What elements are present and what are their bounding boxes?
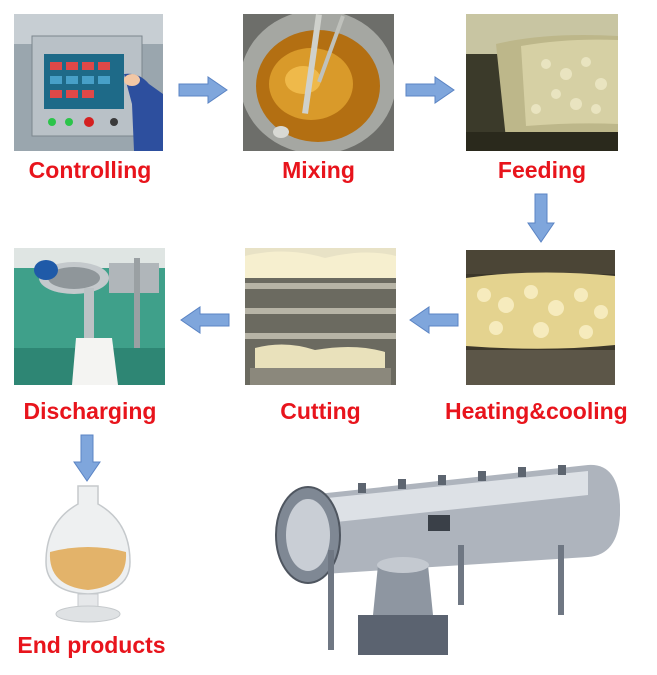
step-label-heating-cooling: Heating&cooling — [445, 398, 655, 425]
heating-cooling-photo — [466, 250, 615, 385]
step-label-cutting: Cutting — [245, 398, 396, 425]
arrow-right-icon — [405, 76, 455, 104]
vacuum-belt-dryer-photo — [258, 445, 630, 670]
arrow-left-icon — [180, 306, 230, 334]
step-label-end-products: End products — [4, 632, 179, 659]
cutting-photo — [245, 248, 396, 385]
arrow-down-icon — [527, 193, 555, 243]
step-label-mixing: Mixing — [243, 157, 394, 184]
arrow-left-icon — [409, 306, 459, 334]
mixing-photo — [243, 14, 394, 151]
step-label-discharging: Discharging — [6, 398, 174, 425]
end-product-photo — [38, 482, 138, 627]
step-label-controlling: Controlling — [14, 157, 166, 184]
arrow-right-icon — [178, 76, 228, 104]
controlling-photo — [14, 14, 163, 151]
discharging-photo — [14, 248, 165, 385]
step-label-feeding: Feeding — [466, 157, 618, 184]
feeding-photo — [466, 14, 618, 151]
arrow-down-icon — [73, 434, 101, 482]
